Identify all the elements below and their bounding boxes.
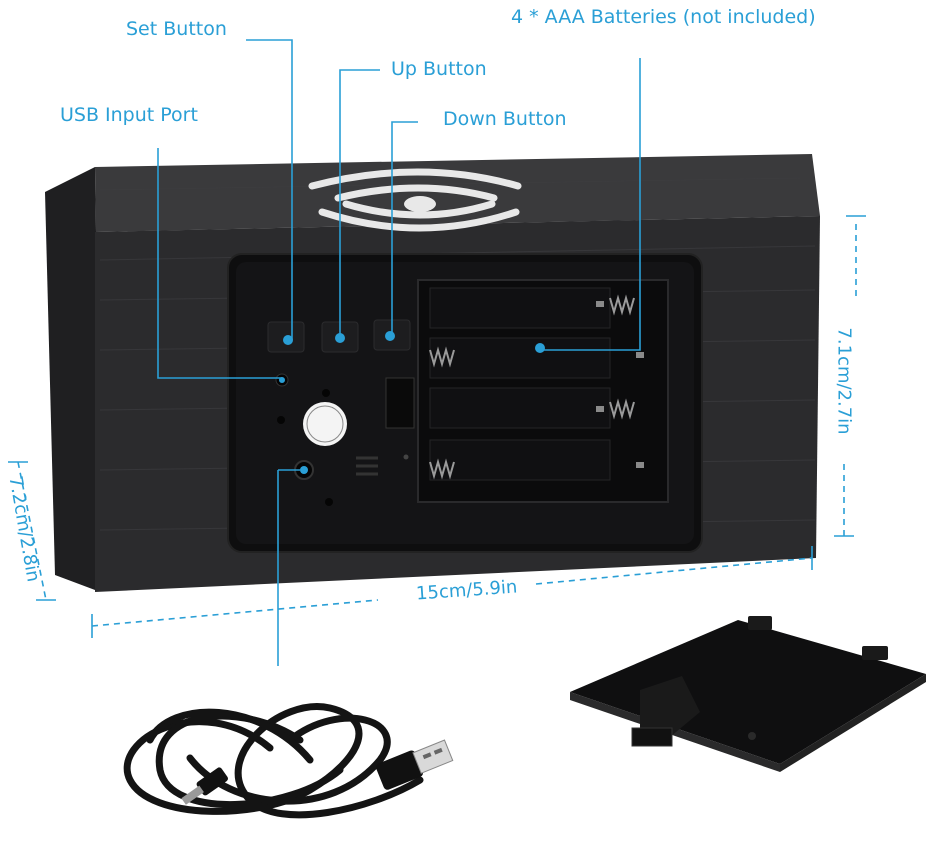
down-button-label: Down Button — [443, 108, 567, 130]
vent-slots — [356, 456, 378, 476]
battery-pointer-dot — [535, 343, 545, 353]
switch-slot — [385, 377, 415, 429]
usb-cable-icon — [123, 703, 454, 819]
set-button-label: Set Button — [126, 18, 227, 40]
battery-cover-tab — [631, 676, 700, 747]
screw-hole — [325, 498, 333, 506]
screw-hole — [277, 416, 285, 424]
batteries-label: 4 * AAA Batteries (not included) — [511, 6, 816, 28]
callout-lines — [157, 39, 641, 666]
reset-hole[interactable] — [275, 373, 289, 387]
screw-hole — [322, 389, 330, 397]
height-dimension-label: 7.1cm/2.7in — [833, 327, 855, 435]
dimension-lines — [17, 224, 857, 627]
usb-input-port-label: USB Input Port — [60, 104, 198, 126]
dimension-ticks — [8, 215, 866, 638]
set-button[interactable] — [267, 321, 305, 353]
battery-compartment — [417, 279, 669, 503]
usb-input-port[interactable] — [294, 460, 314, 480]
back-panel — [227, 253, 703, 553]
battery-cover-icon — [570, 616, 926, 772]
up-button-label: Up Button — [391, 58, 487, 80]
qc-pass-sticker — [303, 402, 347, 446]
wireless-charging-icon — [308, 168, 522, 232]
